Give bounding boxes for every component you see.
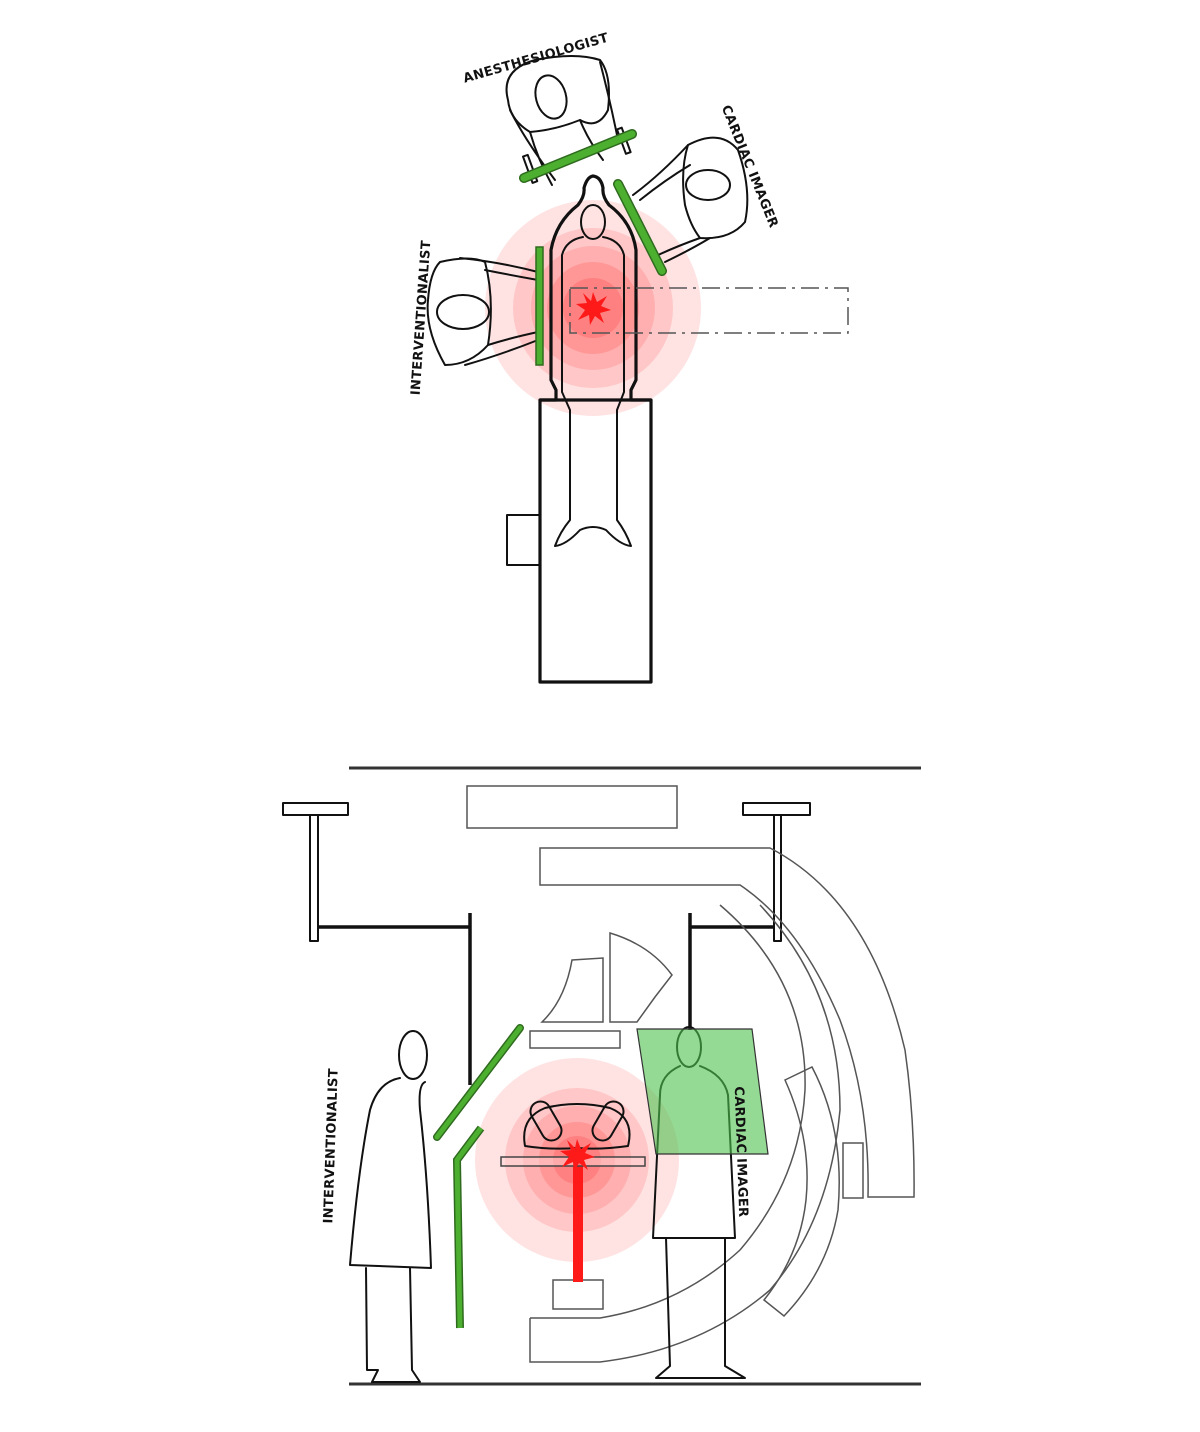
c-arm-footprint: [569, 287, 849, 334]
interventionalist-figure-side: [349, 1030, 432, 1383]
label-anesthesiologist-top: ANESTHESIOLOGIST: [462, 31, 611, 87]
interventionalist-figure-top: [426, 257, 539, 366]
ceiling-mount-right: [688, 802, 811, 1030]
label-cardiac-imager-top: CARDIAC IMAGER: [718, 103, 781, 230]
anesthesiologist-figure: [505, 55, 632, 186]
side-view: INTERVENTIONALIST CARDIAC IMAGER: [282, 766, 921, 1386]
x-ray-tube: [552, 1279, 604, 1310]
table-side-box: [506, 514, 541, 566]
label-cardiac-imager-side: CARDIAC IMAGER: [731, 1086, 751, 1217]
ceiling-monitor: [466, 785, 678, 829]
label-interventionalist-top: INTERVENTIONALIST: [409, 240, 435, 396]
top-view: ANESTHESIOLOGIST CARDIAC IMAGER INTERVEN…: [409, 31, 849, 684]
c-arm-gantry: [539, 847, 915, 1198]
cardiac-imager-green-shield-panel: [636, 1028, 769, 1155]
interventionalist-shield-top: [535, 246, 544, 366]
c-arm-inner: [529, 904, 841, 1363]
detector-plate: [529, 1030, 621, 1049]
side-monitor-arc: [762, 1066, 840, 1318]
x-ray-beam: [573, 1160, 583, 1282]
patient-head: [580, 204, 606, 240]
label-interventionalist-side: INTERVENTIONALIST: [321, 1068, 341, 1224]
cardiac-imager-figure-top: [632, 136, 749, 263]
patient-body: [554, 236, 632, 547]
detector-housing: [609, 931, 673, 1023]
ceiling-mount-left: [282, 802, 472, 1085]
side-monitor-small: [842, 1142, 864, 1199]
patient-outline: [540, 174, 651, 402]
image-intensifier: [540, 957, 604, 1023]
